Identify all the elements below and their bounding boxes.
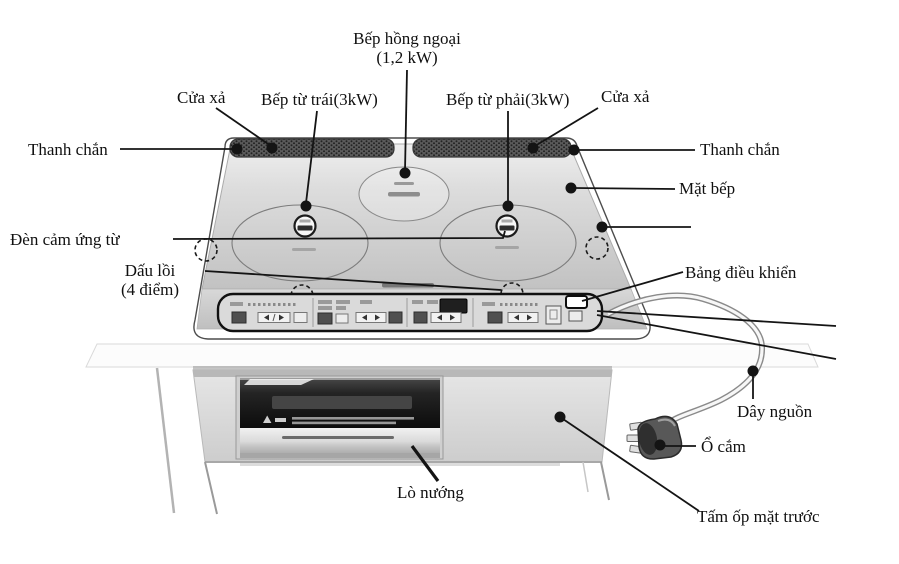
label-infrared-burner-line2: (1,2 kW) [376,48,438,67]
panel-group-left-burner [230,302,308,324]
left-front-leg [204,461,218,515]
infrared-burner-circle [358,166,450,222]
induction-burner-left-circle [231,204,369,282]
label-front-panel: Tấm ốp mặt trước [697,507,820,526]
warning-triangle-icon [263,415,272,423]
label-raised-marks: Dấu lồi (4 điểm) [100,261,200,299]
label-oven: Lò nướng [397,483,464,502]
label-induction-burner-left: Bếp từ trái(3kW) [261,90,378,109]
label-infrared-burner: Bếp hồng ngoại (1,2 kW) [342,29,472,67]
callout-lines [120,69,837,512]
label-infrared-burner-line1: Bếp hồng ngoại [353,29,461,48]
panel-highlight-target [565,295,588,309]
right-front-leg [600,461,610,501]
label-exhaust-vent-left: Cửa xả [177,88,226,107]
oven-display [272,396,412,409]
countertop [85,343,819,371]
control-panel [216,292,604,333]
label-guard-bar-left: Thanh chắn [28,140,108,159]
oven-door [235,375,444,460]
label-guard-bar-right: Thanh chắn [700,140,780,159]
vent-grille-right [412,138,572,158]
sensor-light-left [292,214,317,251]
power-cord [606,292,766,427]
power-plug [626,415,683,460]
oven-handle-groove [282,436,394,439]
label-power-plug: Ổ cắm [701,437,746,456]
panel-group-power [545,295,588,325]
panel-group-display [412,298,468,324]
label-raised-marks-line2: (4 điểm) [120,280,180,299]
left-leg-edge [155,367,176,514]
panel-group-right-burner [482,302,539,324]
panel-group-timer [317,300,403,325]
sensor-light-right [495,214,519,249]
label-induction-burner-right: Bếp từ phải(3kW) [446,90,570,109]
label-raised-marks-line1: Dấu lồi [124,261,176,280]
label-power-cord: Dây nguồn [737,402,813,421]
label-cooktop-surface: Mặt bếp [679,179,736,198]
label-control-panel: Bảng điều khiển [685,263,797,282]
label-exhaust-vent-right: Cửa xả [601,87,650,106]
label-induction-sensor-light: Đèn cảm ứng từ [10,230,120,249]
